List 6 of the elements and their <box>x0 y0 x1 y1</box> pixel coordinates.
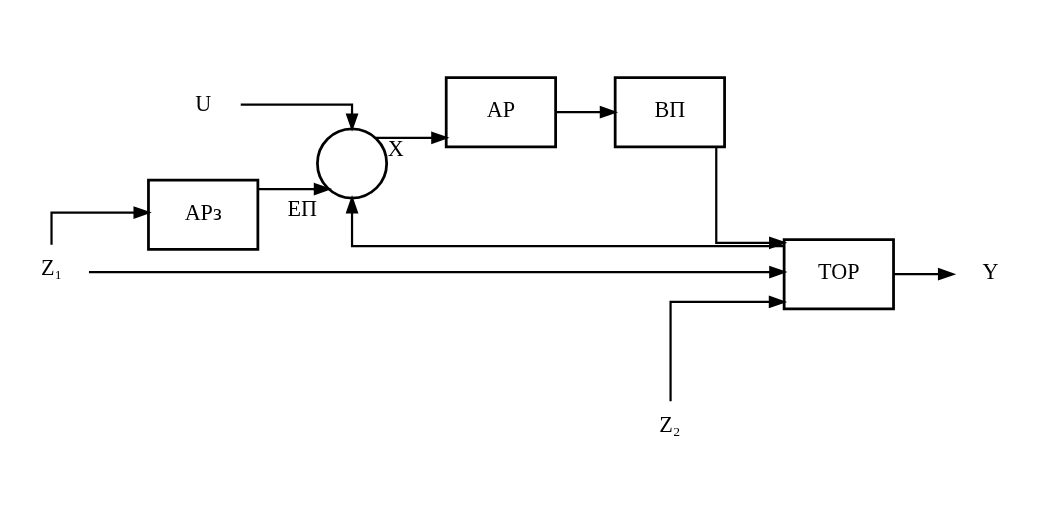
node-text: Z₂ <box>659 411 681 437</box>
node-label: ЕП <box>287 195 317 221</box>
edge-label: X <box>387 135 404 161</box>
node-text: Z₁ <box>40 254 63 280</box>
node-text: U <box>195 90 212 115</box>
node-text: Y <box>982 258 999 284</box>
